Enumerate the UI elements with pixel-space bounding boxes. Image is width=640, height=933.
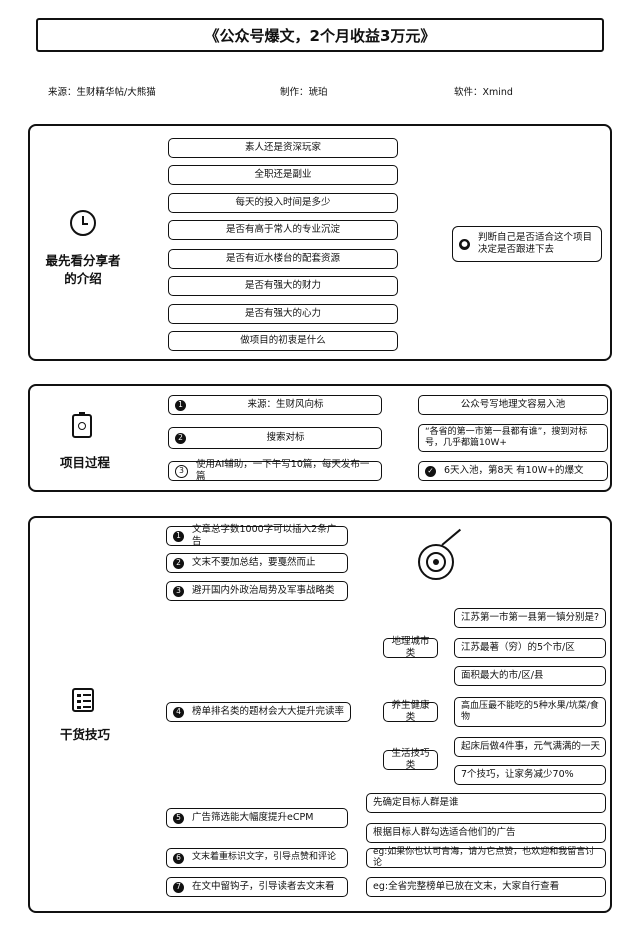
tip-2: 2 文末不要加总结，要戛然而止 — [166, 553, 348, 573]
tip-number: 7 — [173, 881, 184, 893]
tip-text: 广告筛选能大幅度提升eCPM — [192, 812, 314, 824]
result-line2: 号，几乎都篇10W+ — [425, 438, 507, 448]
step-text: 使用AI辅助，一下午写10篇，每天发布一篇 — [196, 459, 370, 482]
category-item: 面积最大的市/区/县 — [454, 666, 606, 686]
clock-icon — [70, 210, 96, 236]
tip-number: 5 — [173, 812, 184, 824]
step-text: 搜索对标 — [266, 432, 305, 444]
tip-text: 避开国内外政治局势及军事战略类 — [192, 585, 335, 597]
category-item: 7个技巧，让家务减少70% — [454, 765, 606, 785]
process-step-1: 1 来源：生财风向标 — [168, 395, 382, 415]
tip-1: 1 文章总字数1000字可以插入2条广告 — [166, 524, 348, 547]
tip-6: 6 文末着重标识文字，引导点赞和评论 — [166, 848, 348, 868]
target-icon — [418, 528, 462, 580]
intro-item: 素人还是资深玩家 — [168, 138, 398, 158]
tip-7: 7 在文中留钩子，引导读者去文末看 — [166, 877, 348, 897]
section1-label: 最先看分享者 的介绍 — [38, 252, 128, 288]
step-result-1: 公众号写地理文容易入池 — [418, 395, 608, 415]
ad-note: 根据目标人群勾选适合他们的广告 — [366, 823, 606, 843]
maker-label: 制作：琥珀 — [280, 87, 328, 98]
step-number: 2 — [175, 432, 186, 444]
intro-item: 做项目的初衷是什么 — [168, 331, 398, 351]
category-item: 江苏第一市第一县第一镇分别是? — [454, 608, 606, 628]
process-step-3: 3 使用AI辅助，一下午写10篇，每天发布一篇 — [168, 459, 382, 482]
tip-4: 4 榜单排名类的题材会大大提升完读率 — [166, 702, 351, 722]
intro-item: 是否有强大的财力 — [168, 276, 398, 296]
tip-text: 榜单排名类的题材会大大提升完读率 — [192, 706, 345, 718]
section1-label-line1: 最先看分享者 — [45, 253, 121, 268]
section2-label: 项目过程 — [59, 455, 110, 470]
tip-number: 2 — [173, 557, 184, 569]
result-line1: “各省的第一市第一县都有谁”，搜到对标 — [425, 426, 588, 437]
page-title: 《公众号爆文，2个月收益3万元》 — [36, 18, 604, 52]
tip-number: 3 — [173, 585, 184, 597]
section3-label: 干货技巧 — [59, 727, 110, 742]
step-result-3: ✓ 6天入池，第8天 有10W+的爆文 — [418, 461, 608, 481]
tip-text: 文末着重标识文字，引导点赞和评论 — [192, 852, 337, 863]
step-number: 3 — [175, 464, 188, 478]
clipboard-icon — [72, 412, 92, 438]
intro-item: 每天的投入时间是多少 — [168, 193, 398, 213]
tip-number: 4 — [173, 706, 184, 718]
checklist-icon — [72, 688, 94, 712]
summary-line2: 决定是否跟进下去 — [478, 244, 555, 255]
cta-note: eg:如果你也认可青海，请为它点赞，也欢迎和我留言讨论 — [366, 847, 606, 868]
section1-label-line2: 的介绍 — [64, 271, 102, 287]
category-item: 高血压最不能吃的5种水果/坑菜/食物 — [454, 697, 606, 727]
category-item: 江苏最著（穷）的5个市/区 — [454, 638, 606, 658]
intro-summary: ● 判断自己是否适合这个项目 决定是否跟进下去 — [452, 226, 602, 262]
category-life: 生活技巧类 — [383, 748, 438, 771]
intro-item: 是否有强大的心力 — [168, 304, 398, 324]
info-icon: ● — [459, 238, 470, 250]
intro-item: 是否有近水楼台的配套资源 — [168, 249, 398, 269]
result-text: 6天入池，第8天 有10W+的爆文 — [444, 465, 584, 477]
tip-text: 在文中留钩子，引导读者去文末看 — [192, 881, 335, 893]
category-health: 养生健康类 — [383, 700, 438, 723]
tip-text: 文末不要加总结，要戛然而止 — [192, 557, 316, 569]
tip-5: 5 广告筛选能大幅度提升eCPM — [166, 808, 348, 828]
software-label: 软件：Xmind — [454, 87, 513, 98]
category-item: 起床后做4件事，元气满满的一天 — [454, 737, 606, 757]
tip-3: 3 避开国内外政治局势及军事战略类 — [166, 581, 348, 601]
ad-note: 先确定目标人群是谁 — [366, 793, 606, 813]
intro-item: 全职还是副业 — [168, 165, 398, 185]
tip-number: 6 — [173, 852, 184, 864]
source-label: 来源：生财精华帖/大熊猫 — [48, 87, 156, 98]
tip-number: 1 — [173, 530, 184, 542]
tip-text: 文章总字数1000字可以插入2条广告 — [192, 524, 337, 547]
step-number: 1 — [175, 399, 186, 411]
intro-item: 是否有高于常人的专业沉淀 — [168, 220, 398, 240]
summary-line1: 判断自己是否适合这个项目 — [478, 232, 593, 244]
step-text: 来源：生财风向标 — [247, 399, 324, 411]
process-step-2: 2 搜索对标 — [168, 427, 382, 449]
step-result-2: “各省的第一市第一县都有谁”，搜到对标 号，几乎都篇10W+ — [418, 424, 608, 452]
category-geo: 地理城市类 — [383, 636, 438, 659]
cta-note: eg:全省完整榜单已放在文末，大家自行查看 — [366, 877, 606, 897]
check-icon: ✓ — [425, 465, 436, 477]
